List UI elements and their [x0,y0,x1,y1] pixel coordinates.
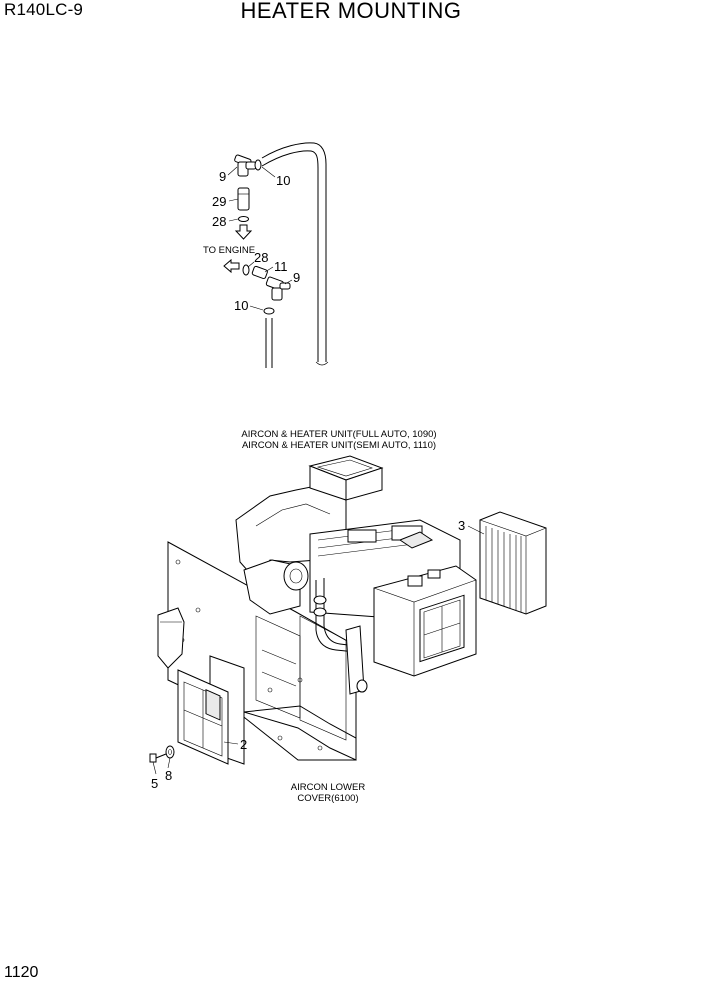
connector-part-11 [251,265,268,280]
side-filter-pouch [157,607,185,669]
adapter-part-29 [237,187,250,211]
callout-28-top: 28 [212,214,226,229]
callout-10-top: 10 [276,173,290,188]
page-number: 1120 [4,964,39,981]
callout-28-mid: 28 [254,250,268,265]
inner-mounting-frame [243,615,357,761]
o-ring-top-part-28 [238,216,249,222]
lower-cover-part-2 [177,655,245,765]
callout-29: 29 [212,194,226,209]
valve-top-part-9 [234,154,257,177]
upper-leader-lines [227,166,293,311]
callout-8: 8 [165,768,172,783]
unit-full-auto-note: AIRCON & HEATER UNIT(FULL AUTO, 1090) [241,429,436,440]
lower-hose [265,318,273,368]
top-outlet-duct [308,455,384,501]
callout-9-mid: 9 [293,270,300,285]
clamp-mid-part-10 [263,307,275,315]
o-ring-mid-part-28 [242,264,250,276]
heater-pipes [313,578,368,695]
unit-semi-auto-note: AIRCON & HEATER UNIT(SEMI AUTO, 1110) [242,440,436,451]
lower-cover-note-line1: AIRCON LOWER [291,782,366,793]
evaporator-box [373,565,477,677]
callout-10-mid: 10 [234,298,248,313]
callout-11: 11 [274,259,288,274]
to-engine-note: TO ENGINE [203,245,255,256]
washer-part-8 [165,745,175,759]
lower-cover-note-line2: COVER(6100) [297,793,358,804]
arrow-down-icon [234,224,253,240]
air-filter-part-3 [479,511,547,615]
callout-2: 2 [240,737,247,752]
bolt-part-5 [149,753,167,763]
clamp-top-part-10 [254,159,262,171]
callout-3: 3 [458,518,465,533]
page-title: HEATER MOUNTING [240,0,462,23]
lower-leader-lines [152,525,485,775]
callout-9-top: 9 [219,169,226,184]
valve-mid-part-9 [265,276,291,301]
arrow-left-icon [223,258,240,274]
heater-hose-loop [261,142,329,366]
callout-5: 5 [151,776,158,791]
model-label: R140LC-9 [4,0,84,19]
